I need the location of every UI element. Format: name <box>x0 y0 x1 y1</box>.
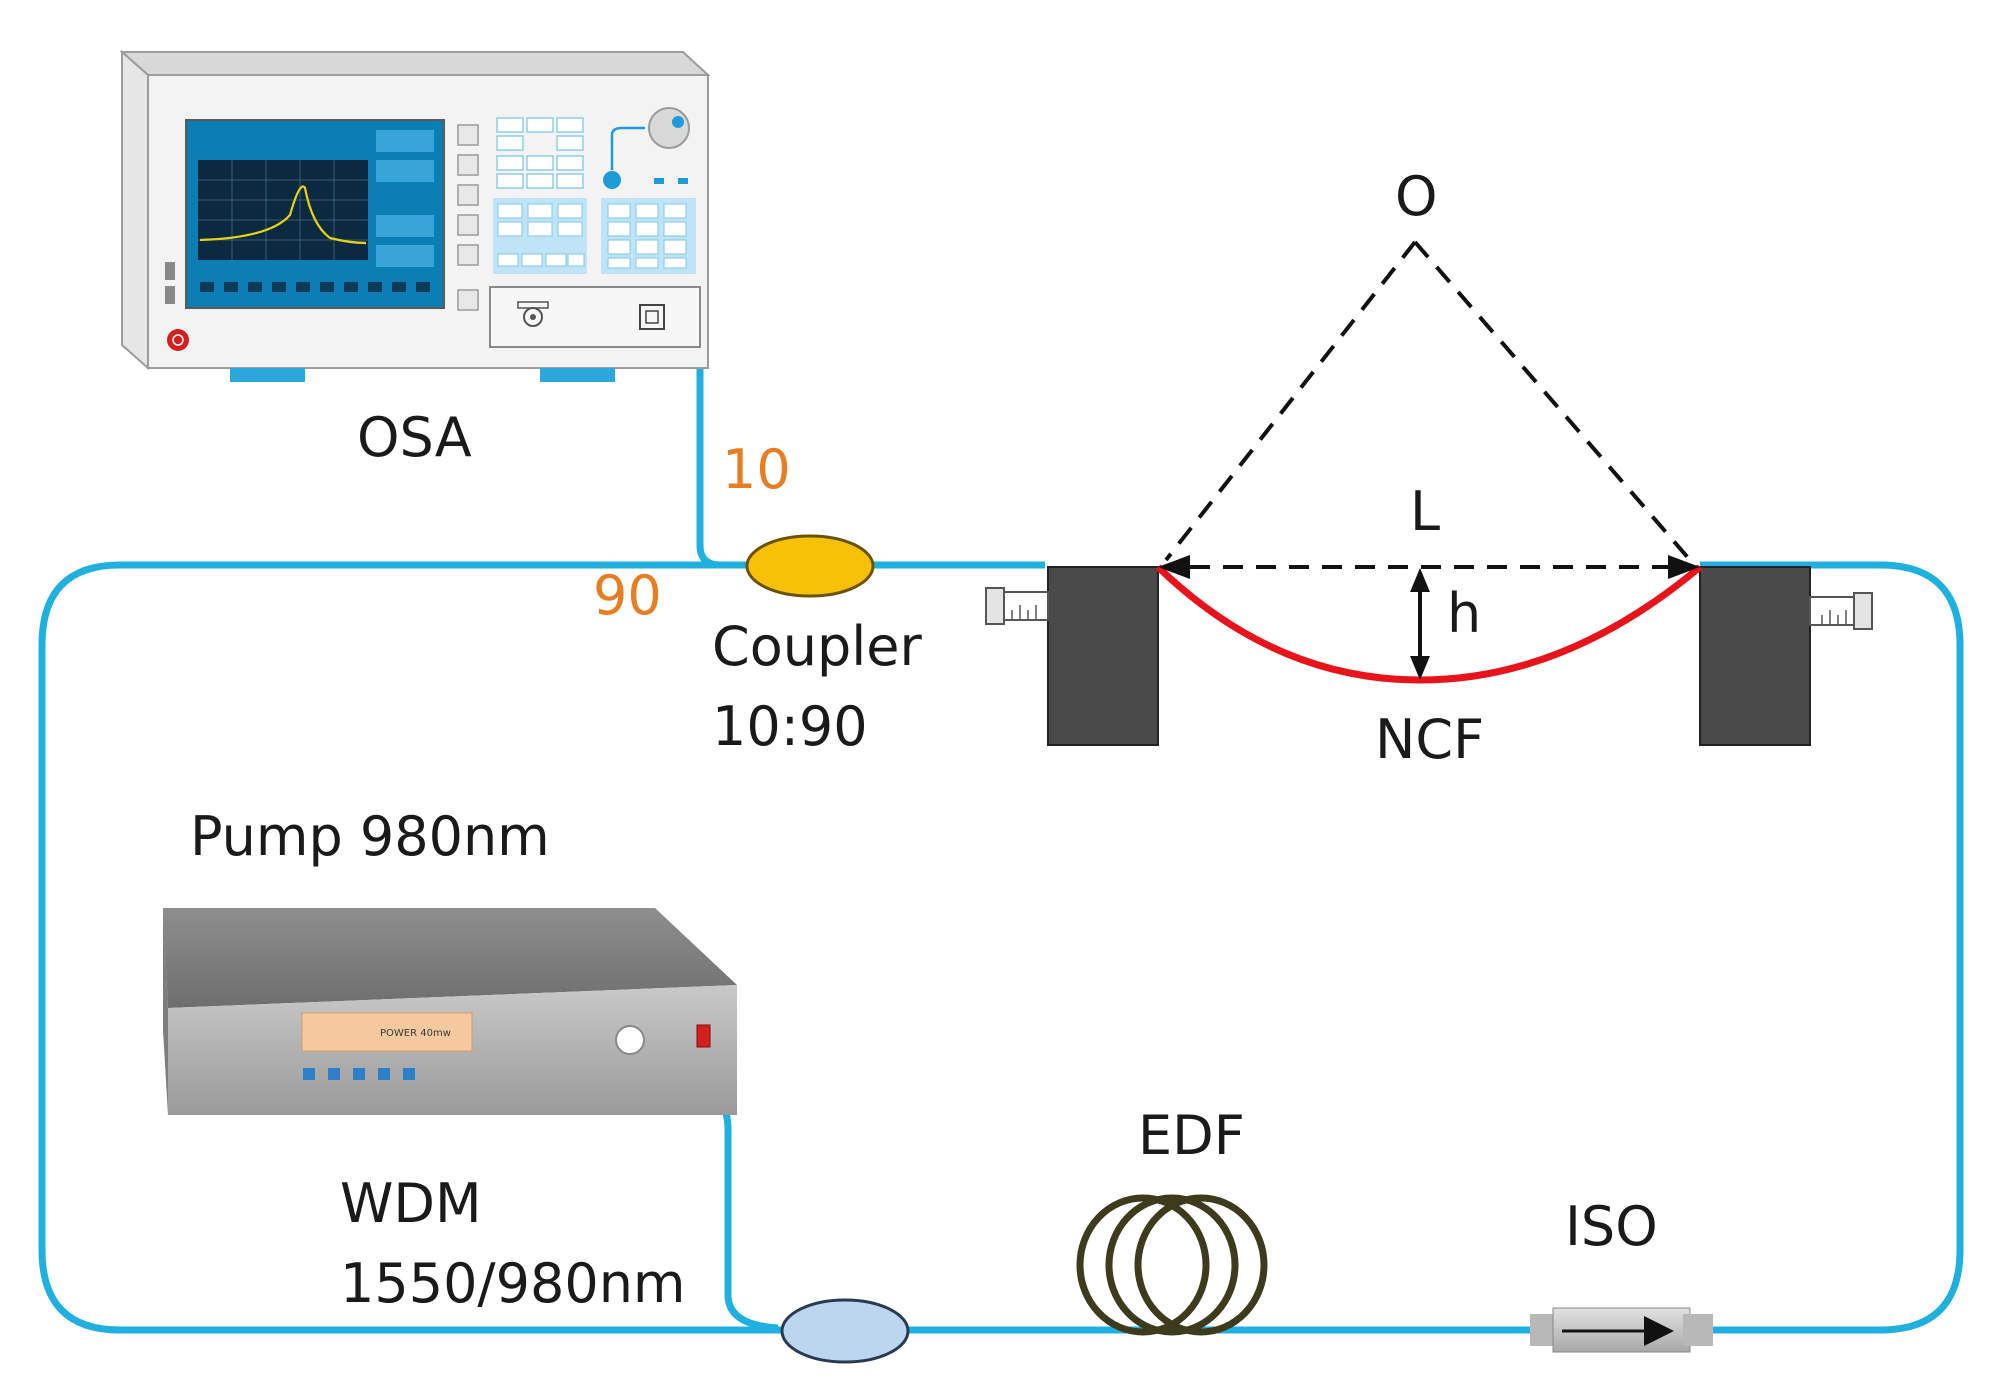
bending-geometry <box>1164 240 1692 562</box>
sag-h-label: h <box>1447 582 1481 645</box>
coupler-label: Coupler <box>712 615 922 678</box>
osa-label: OSA <box>357 406 472 469</box>
pump-label: Pump 980nm <box>190 805 550 868</box>
coupler-10-90 <box>745 534 875 598</box>
pump-laser-box: POWER 40mw <box>163 908 737 1115</box>
ratio-90-label: 90 <box>593 564 662 627</box>
ncf-bent-fiber <box>1155 564 1703 684</box>
right-clamp <box>1699 566 1873 746</box>
edf-coil <box>1076 1194 1268 1336</box>
iso-label: ISO <box>1565 1195 1658 1258</box>
chord-right-arrowhead <box>1668 555 1700 579</box>
wdm-wavelength-label: 1550/980nm <box>340 1252 686 1315</box>
pump-knob-icon <box>615 1025 645 1055</box>
pump-switch-icon <box>696 1024 711 1048</box>
osa-power-icon <box>167 329 189 351</box>
wdm-coupler <box>780 1298 910 1364</box>
ncf-label: NCF <box>1375 708 1484 771</box>
coupler-ratio-label: 10:90 <box>712 695 868 758</box>
ratio-10-label: 10 <box>722 438 791 501</box>
isolator <box>1530 1307 1713 1353</box>
sag-bottom-arrowhead <box>1410 656 1430 680</box>
wdm-label: WDM <box>340 1172 482 1235</box>
pump-display <box>301 1012 473 1052</box>
osa-knob-icon <box>648 107 690 149</box>
sag-top-arrowhead <box>1410 568 1430 592</box>
left-clamp <box>985 566 1159 746</box>
osa-input-port-icon <box>639 304 665 330</box>
osa-instrument <box>119 49 711 382</box>
edf-label: EDF <box>1138 1104 1245 1167</box>
chord-l-label: L <box>1410 480 1440 543</box>
chord-left-arrowhead <box>1158 555 1190 579</box>
center-o-label: O <box>1395 165 1438 228</box>
fiber-ring-loop <box>38 561 1964 1334</box>
pump-display-text: POWER 40mw <box>380 1028 451 1039</box>
osa-spectrum-trace <box>199 185 367 245</box>
